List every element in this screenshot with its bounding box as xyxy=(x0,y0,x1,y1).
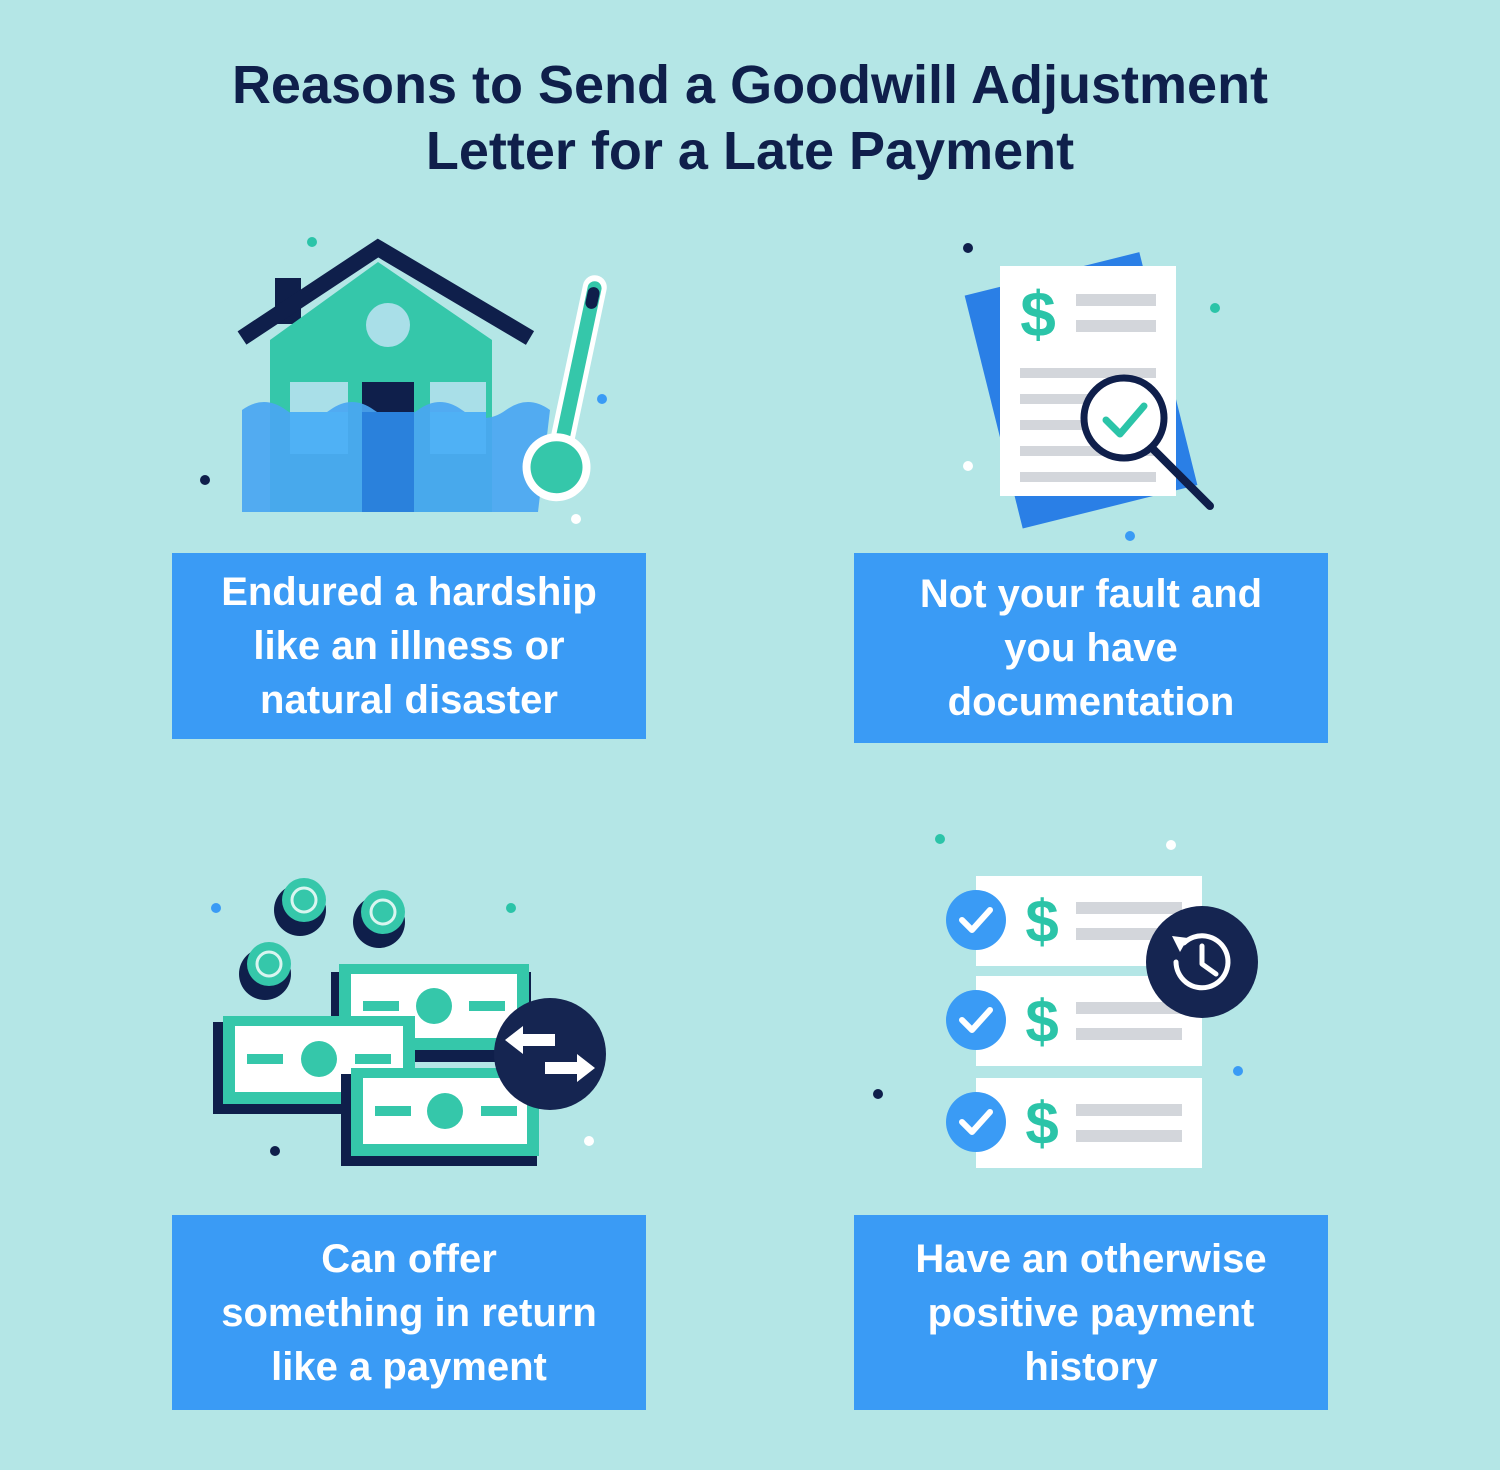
decor-dot xyxy=(571,514,581,524)
reason-card-not-your-fault: Not your fault and you have documentatio… xyxy=(854,553,1328,743)
reason-line: Not your fault and xyxy=(919,572,1263,616)
svg-text:$: $ xyxy=(1020,278,1056,350)
reason-line: Have an otherwise xyxy=(915,1236,1267,1281)
reason-line: Endured a hardship xyxy=(221,570,597,614)
reason-line: positive payment xyxy=(927,1290,1255,1335)
decor-dot xyxy=(506,903,516,913)
decor-dot xyxy=(597,394,607,404)
payment-history-clock-icon: $ $ $ xyxy=(940,870,1270,1170)
svg-text:$: $ xyxy=(1025,988,1058,1055)
svg-text:$: $ xyxy=(1025,1090,1058,1157)
title-line-1: Reasons to Send a Goodwill Adjustment xyxy=(231,55,1269,115)
decor-dot xyxy=(963,461,973,471)
decor-dot xyxy=(1233,1066,1243,1076)
title-line-2: Letter for a Late Payment xyxy=(425,121,1075,181)
reason-line: like an illness or xyxy=(253,624,565,668)
decor-dot xyxy=(211,903,221,913)
reason-line: something in return xyxy=(221,1290,597,1335)
decor-dot xyxy=(584,1136,594,1146)
flooded-house-thermometer-icon xyxy=(230,230,610,530)
reason-card-offer-return: Can offer something in return like a pay… xyxy=(172,1215,646,1410)
reason-card-hardship: Endured a hardship like an illness or na… xyxy=(172,553,646,739)
decor-dot xyxy=(1125,531,1135,541)
decor-dot xyxy=(1166,840,1176,850)
cash-coins-exchange-icon xyxy=(205,870,615,1170)
document-magnifier-check-icon: $ xyxy=(960,240,1230,530)
decor-dot xyxy=(873,1089,883,1099)
reason-line: history xyxy=(1024,1344,1158,1389)
reason-card-positive-history: Have an otherwise positive payment histo… xyxy=(854,1215,1328,1410)
reason-line: documentation xyxy=(947,680,1235,724)
decor-dot xyxy=(200,475,210,485)
decor-dot xyxy=(935,834,945,844)
reason-line: natural disaster xyxy=(260,678,558,722)
reason-line: like a payment xyxy=(271,1344,547,1389)
decor-dot xyxy=(307,237,317,247)
reason-line: Can offer xyxy=(321,1236,497,1281)
page-title: Reasons to Send a Goodwill Adjustment Le… xyxy=(0,52,1500,184)
reason-line: you have xyxy=(1004,626,1178,670)
decor-dot xyxy=(963,243,973,253)
decor-dot xyxy=(1210,303,1220,313)
svg-text:$: $ xyxy=(1025,888,1058,955)
decor-dot xyxy=(270,1146,280,1156)
